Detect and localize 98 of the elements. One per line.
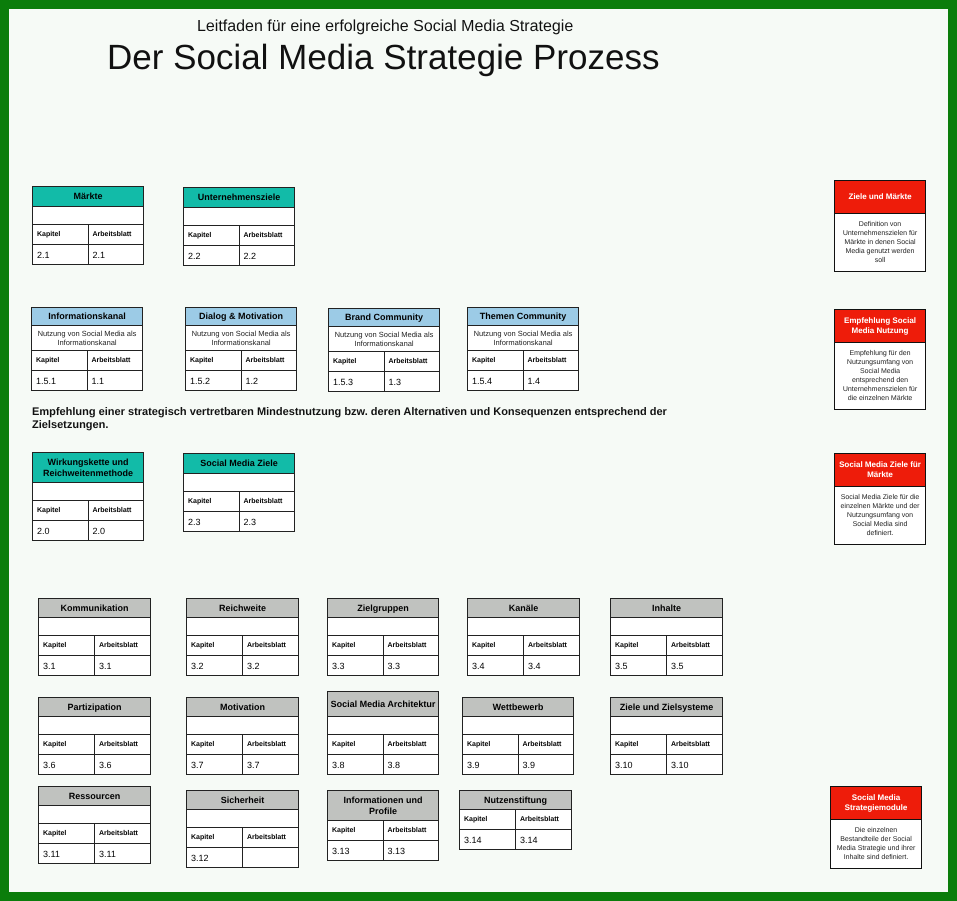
worksheet-number: 3.13	[382, 841, 438, 860]
worksheet-number: 1.4	[522, 371, 578, 390]
card-heading: Märkte	[33, 187, 143, 207]
chapter-number: 3.4	[471, 660, 486, 672]
chapter-card	[327, 790, 439, 861]
info-card	[834, 180, 926, 272]
chapter-number: 3.9	[466, 758, 481, 772]
card-heading: Unternehmensziele	[184, 188, 294, 208]
card-heading: Informationskanal	[32, 308, 142, 326]
chapter-card	[327, 691, 439, 775]
worksheet-number: 3.1	[94, 656, 150, 675]
chapter-card	[31, 307, 143, 391]
worksheet-number: 3.7	[242, 755, 298, 774]
chapter-card	[32, 186, 144, 265]
diagram-title: Der Social Media Strategie Prozess	[107, 38, 660, 78]
chapter-card	[462, 697, 574, 775]
card-heading: Motivation	[187, 698, 298, 717]
card-heading: Reichweite	[187, 599, 298, 618]
chapter-number: 3.1	[42, 660, 57, 672]
chapter-card	[327, 598, 439, 676]
chapter-card	[610, 697, 723, 775]
worksheet-number: 3.3	[382, 656, 438, 675]
worksheet-number: 1.2	[240, 371, 296, 390]
card-heading: Kanäle	[468, 599, 579, 618]
chapter-card	[38, 697, 151, 775]
card-heading: Sicherheit	[187, 791, 298, 810]
chapter-number: 2.0	[36, 524, 51, 538]
worksheet-number: 1.1	[86, 371, 142, 390]
chapter-card	[610, 598, 723, 676]
chapter-card	[185, 307, 297, 391]
card-heading: Ziele und Zielsysteme	[611, 698, 722, 717]
card-heading: Social Media Strategiemodule	[831, 787, 921, 820]
card-heading: Brand Community	[329, 309, 439, 327]
chapter-card	[328, 308, 440, 392]
chapter-number: 3.8	[331, 758, 346, 772]
chapter-card	[38, 598, 151, 676]
chapter-number: 1.5.1	[35, 374, 58, 388]
chapter-number: 3.10	[614, 758, 634, 772]
chapter-card	[186, 697, 299, 775]
chapter-card	[186, 790, 299, 868]
card-heading: Dialog & Motivation	[186, 308, 296, 326]
chapter-number: 2.2	[187, 250, 202, 262]
card-heading: Social Media Ziele für Märkte	[835, 454, 925, 487]
worksheet-number: 3.10	[666, 755, 722, 774]
worksheet-number: 3.2	[242, 656, 298, 675]
chapter-number: 3.12	[190, 852, 210, 864]
card-heading: Inhalte	[611, 599, 722, 618]
card-heading: Informationen und Profile	[328, 791, 438, 821]
chapter-card	[32, 452, 144, 541]
chapter-number: 3.6	[42, 758, 57, 772]
worksheet-number: 3.14	[515, 830, 571, 849]
card-heading: Themen Community	[468, 308, 578, 326]
worksheet-number: 3.8	[382, 755, 438, 774]
card-heading: Social Media Architektur	[328, 692, 438, 717]
worksheet-number: 3.6	[94, 755, 150, 774]
chapter-number: 3.3	[331, 660, 346, 672]
chapter-number: 3.14	[463, 834, 483, 846]
chapter-number: 1.5.4	[471, 374, 494, 388]
worksheet-number: 1.3	[384, 372, 439, 391]
chapter-card	[467, 307, 579, 391]
chapter-number: 3.5	[614, 660, 629, 672]
chapter-card	[467, 598, 580, 676]
chapter-number: 3.2	[190, 660, 205, 672]
chapter-number: 2.1	[36, 248, 51, 262]
card-heading: Empfehlung Social Media Nutzung	[835, 310, 925, 343]
chapter-card	[459, 790, 572, 850]
chapter-number: 3.11	[42, 848, 61, 860]
card-heading: Ziele und Märkte	[835, 181, 925, 214]
chapter-card	[186, 598, 299, 676]
card-heading: Wettbewerb	[463, 698, 573, 717]
info-card	[834, 453, 926, 545]
chapter-number: 2.3	[187, 516, 202, 528]
worksheet-number: 3.9	[518, 755, 573, 774]
chapter-number: 1.5.3	[332, 376, 354, 388]
card-heading: Nutzenstiftung	[460, 791, 571, 810]
chapter-number: 1.5.2	[189, 374, 212, 388]
card-heading: Partizipation	[39, 698, 150, 717]
chapter-card	[183, 453, 295, 532]
card-heading: Kommunikation	[39, 599, 150, 618]
chapter-number: 3.13	[331, 844, 351, 858]
card-heading: Zielgruppen	[328, 599, 438, 618]
chapter-number: 3.7	[190, 758, 205, 772]
worksheet-number: 2.2	[238, 246, 294, 265]
card-heading: Social Media Ziele	[184, 454, 294, 474]
info-card	[834, 309, 926, 410]
card-heading: Wirkungskette und Reichweitenmethode	[33, 453, 143, 483]
worksheet-number: 2.0	[88, 521, 143, 540]
worksheet-number: 3.4	[523, 656, 579, 675]
worksheet-number: 3.5	[666, 656, 722, 675]
worksheet-number: 3.11	[94, 844, 150, 863]
chapter-card	[183, 187, 295, 266]
worksheet-number: 2.3	[238, 512, 294, 531]
chapter-card	[38, 786, 151, 864]
card-heading: Ressourcen	[39, 787, 150, 806]
worksheet-number: 2.1	[88, 245, 143, 264]
note-text: Empfehlung einer strategisch vertretbaren Mindestnutzung bzw. deren Alternativen und Konsequenzen entsprechend der Zielsetzungen.	[32, 406, 668, 432]
subtitle: Leitfaden für eine erfolgreiche Social Media Strategie	[197, 18, 574, 36]
info-card	[830, 786, 922, 869]
